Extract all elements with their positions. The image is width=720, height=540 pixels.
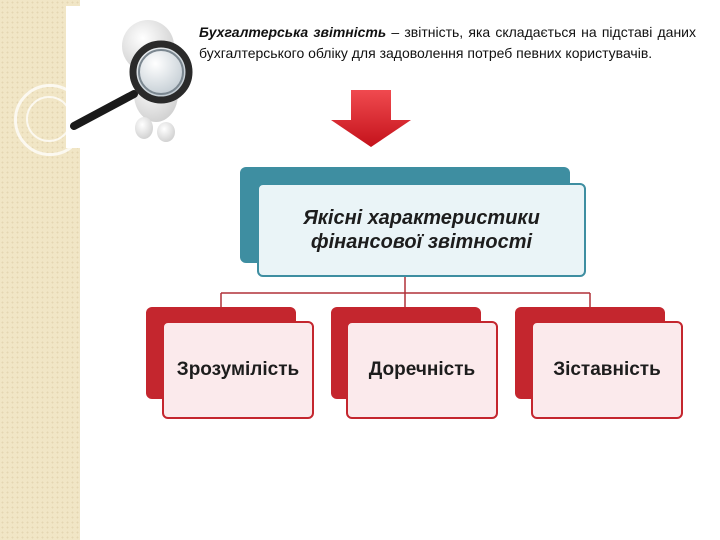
root-node: Якісні характеристики фінансової звітнос… <box>257 183 586 277</box>
child-node-label: Зіставність <box>553 359 661 380</box>
child-node-comparability: Зіставність <box>531 321 683 419</box>
definition-body: – звітність, яка складається на підставі… <box>199 24 696 61</box>
child-node-label: Доречність <box>368 359 476 380</box>
child-node-understandability: Зрозумілість <box>162 321 314 419</box>
down-arrow-icon <box>331 90 411 147</box>
root-node-label: Якісні характеристики фінансової звітнос… <box>303 207 540 253</box>
child-node-label: Зрозумілість <box>176 359 300 380</box>
person-with-magnifier-icon <box>70 20 193 142</box>
definition-text: Бухгалтерська звітність – звітність, яка… <box>199 22 696 64</box>
child-node-relevance: Доречність <box>346 321 498 419</box>
definition-term: Бухгалтерська звітність <box>199 24 387 40</box>
